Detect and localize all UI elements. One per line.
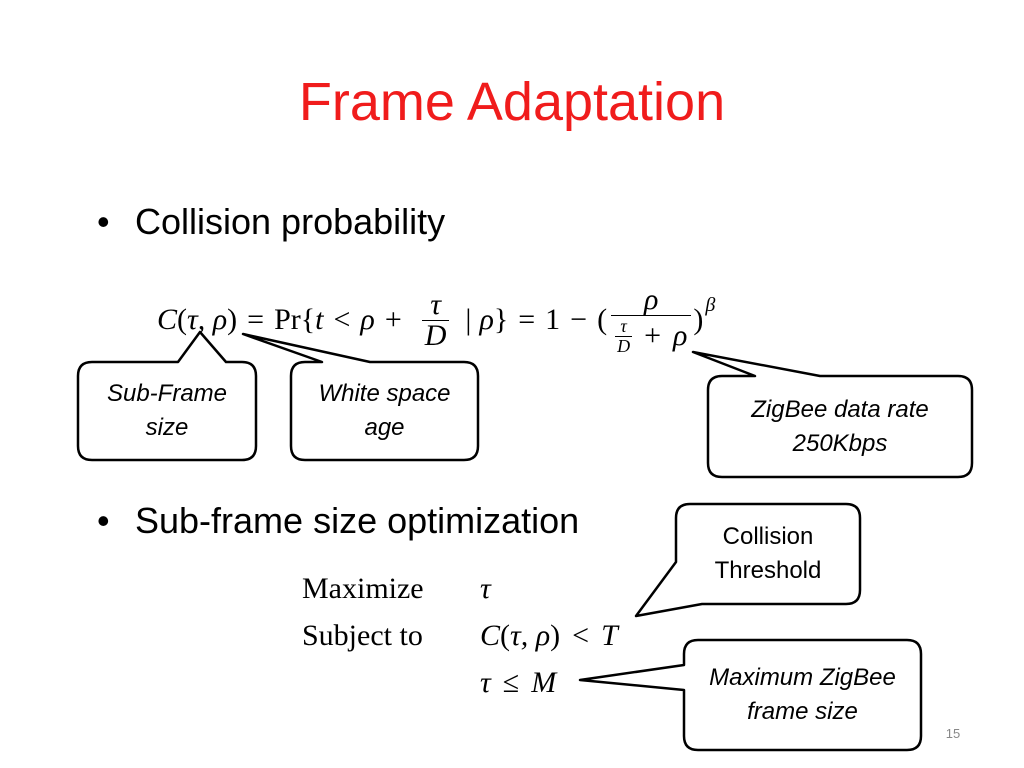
optimization-constraint-row-1: Subject to C ( τ, ρ ) < T xyxy=(302,618,618,654)
fraction-numerator-rho: ρ xyxy=(644,282,659,316)
small-fraction-tau-over-d: τ D xyxy=(615,315,633,356)
number-one: 1 xyxy=(545,303,561,336)
fraction-numerator: τ xyxy=(430,287,441,321)
equals-sign: = xyxy=(247,303,265,336)
less-equal-sign: ≤ xyxy=(502,666,520,699)
right-brace: } xyxy=(493,303,509,336)
less-than-sign: < xyxy=(333,303,351,336)
small-fraction-numerator: τ xyxy=(620,315,627,336)
calligraphic-c: C xyxy=(157,303,178,336)
callout-sub-frame-size-shape xyxy=(76,330,258,462)
max-frame-variable: M xyxy=(531,666,557,699)
collision-probability-equation: C ( τ, ρ ) = Pr{ t < ρ + τ D | ρ } = 1 −… xyxy=(157,280,715,360)
bullet-dot: • xyxy=(97,500,110,541)
function-arguments: τ, ρ xyxy=(510,619,551,652)
equals-sign-2: = xyxy=(518,303,536,336)
fraction-denominator: D xyxy=(421,319,450,351)
bullet-dot: • xyxy=(97,201,110,242)
bullet-sub-frame-size-optimization: • Sub-frame size optimization xyxy=(97,499,579,543)
callout-collision-threshold: Collision Threshold xyxy=(676,504,860,604)
right-paren-2: ) xyxy=(693,303,704,336)
subject-to-label: Subject to xyxy=(302,619,423,652)
callout-sub-frame-size: Sub-Frame size xyxy=(78,362,256,460)
small-fraction-denominator: D xyxy=(615,335,633,356)
bullet-text: Collision probability xyxy=(135,201,446,242)
callout-white-space-age: White space age xyxy=(291,362,478,460)
variable-tau: τ xyxy=(480,666,491,699)
callout-line: Threshold xyxy=(714,557,822,584)
right-paren: ) xyxy=(227,303,238,336)
callout-line: frame size xyxy=(747,698,858,725)
function-arguments: τ, ρ xyxy=(187,303,228,336)
bullet-collision-probability: • Collision probability xyxy=(97,200,445,244)
optimization-objective-row: Maximize τ xyxy=(302,571,491,607)
callout-line: Maximum ZigBee xyxy=(709,664,896,691)
optimization-constraint-row-2: τ ≤ M xyxy=(480,665,556,701)
calligraphic-c: C xyxy=(480,619,501,652)
fraction-rho-over-sum: ρ τ D + ρ xyxy=(611,282,692,356)
variable-tau: τ xyxy=(480,572,491,605)
maximize-label: Maximize xyxy=(302,572,424,605)
bullet-text: Sub-frame size optimization xyxy=(135,500,580,541)
slide-title: Frame Adaptation xyxy=(298,72,726,132)
conditional-bar: | xyxy=(465,303,472,336)
callout-line: Collision xyxy=(722,523,814,550)
less-than-sign: < xyxy=(572,619,590,652)
variable-rho: ρ xyxy=(360,303,375,336)
page-number: 15 xyxy=(945,726,961,741)
callout-maximum-zigbee-frame-size: Maximum ZigBee frame size xyxy=(684,640,921,750)
probability-operator: Pr{ xyxy=(274,303,316,336)
callout-zigbee-data-rate-shape xyxy=(691,350,974,479)
left-paren-2: ( xyxy=(597,303,608,336)
callout-white-space-age-shape xyxy=(241,332,480,462)
right-paren: ) xyxy=(550,619,561,652)
plus-sign: + xyxy=(384,303,402,336)
variable-rho-condition: ρ xyxy=(479,303,494,336)
callout-line: 250Kbps xyxy=(792,429,888,457)
callout-line: White space xyxy=(318,380,451,407)
variable-rho-denominator: ρ xyxy=(673,319,688,352)
callout-collision-threshold-shape xyxy=(634,502,862,618)
callout-line: age xyxy=(364,414,405,441)
left-paren: ( xyxy=(177,303,188,336)
threshold-variable: T xyxy=(601,619,618,652)
minus-sign: − xyxy=(570,303,588,336)
exponent-beta: β xyxy=(705,294,716,316)
callout-line: size xyxy=(145,414,189,441)
variable-t: t xyxy=(315,303,324,336)
fraction-denominator-sum: τ D + ρ xyxy=(611,314,692,356)
callout-zigbee-data-rate: ZigBee data rate 250Kbps xyxy=(708,376,972,477)
callout-max-frame-size-shape xyxy=(578,638,923,752)
left-paren: ( xyxy=(500,619,511,652)
callout-line: Sub-Frame xyxy=(106,380,228,407)
fraction-tau-over-d: τ D xyxy=(421,287,450,351)
callout-line: ZigBee data rate xyxy=(751,395,929,423)
plus-sign-2: + xyxy=(644,319,662,352)
